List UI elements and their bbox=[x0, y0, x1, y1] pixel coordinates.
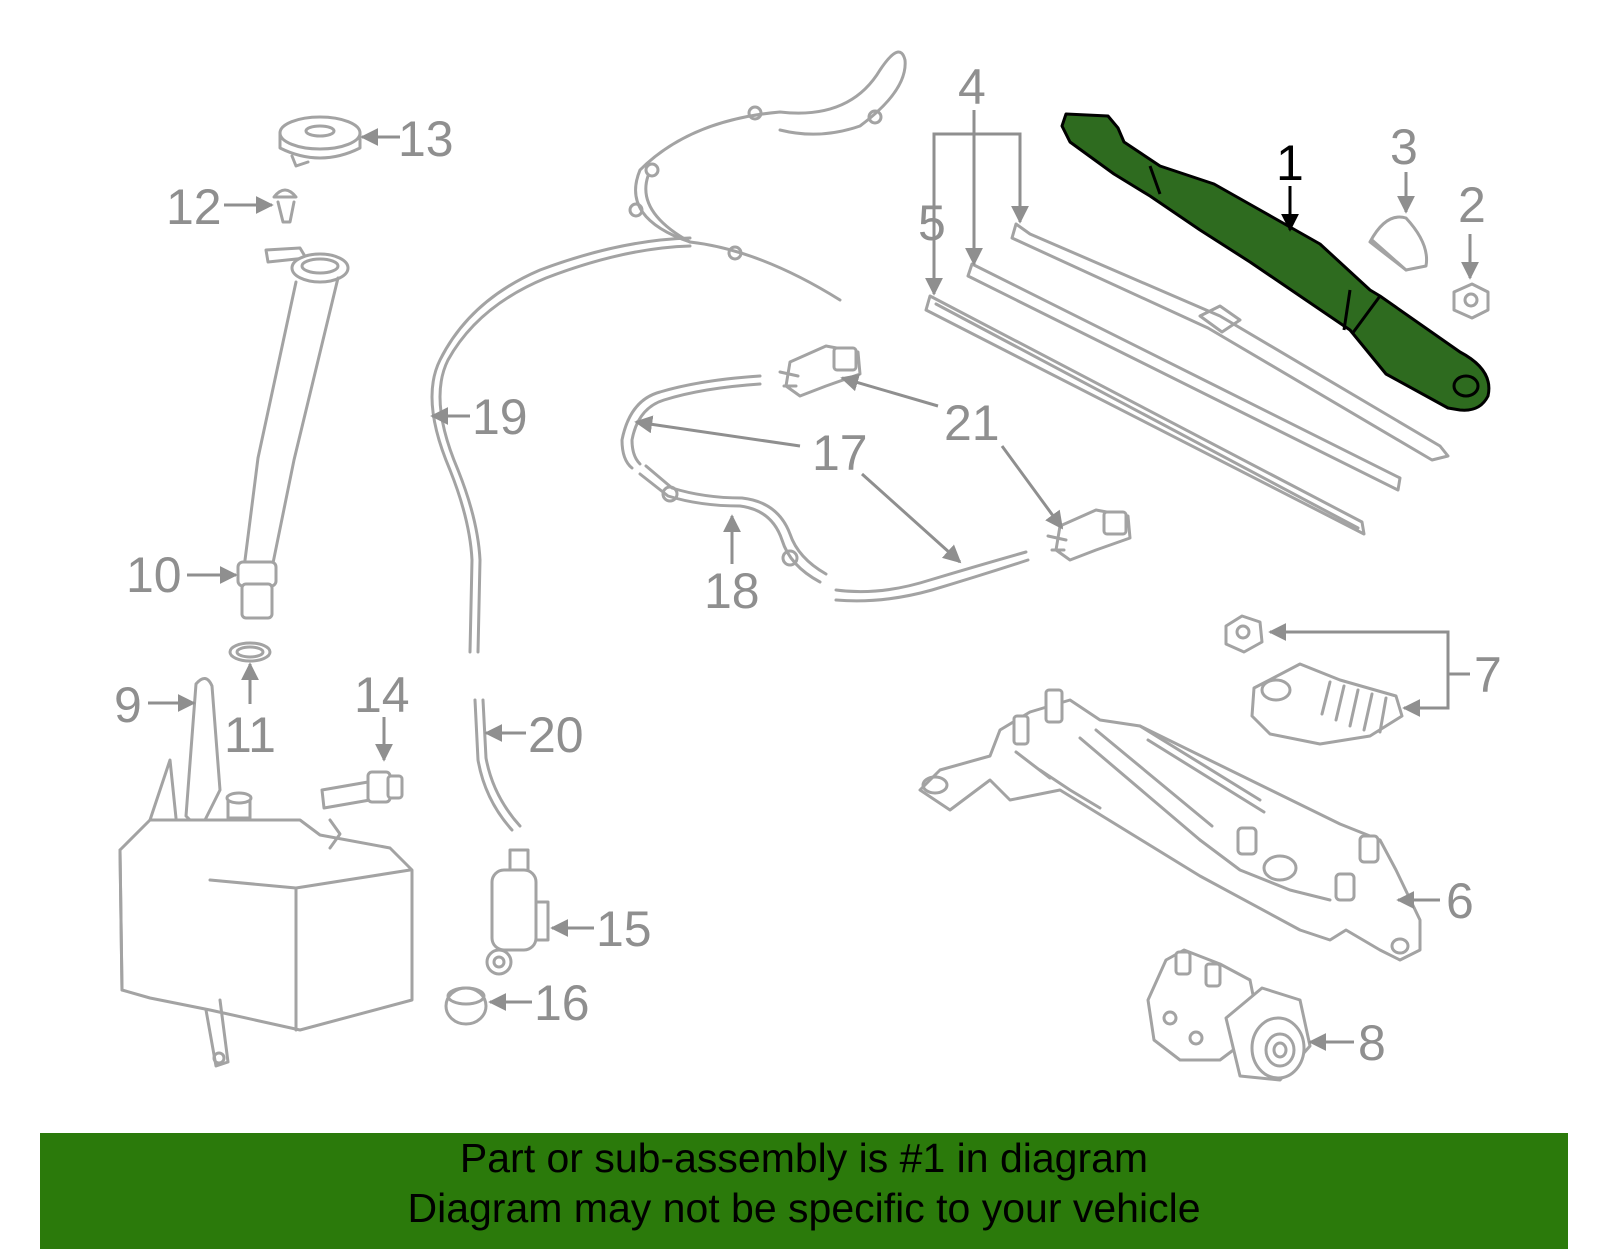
callout-19: 19 bbox=[472, 389, 528, 445]
callout-20: 20 bbox=[528, 707, 584, 763]
callout-7: 7 bbox=[1474, 647, 1502, 703]
part-21-washer-nozzle[interactable] bbox=[778, 344, 1132, 562]
banner-line-part: Part or sub-assembly is #1 in diagram bbox=[459, 1135, 1149, 1181]
banner-line-disclaimer: Diagram may not be specific to your vehi… bbox=[407, 1185, 1201, 1231]
callout-21: 21 bbox=[944, 395, 1000, 451]
part-7-pivot-cover[interactable] bbox=[1250, 662, 1404, 746]
part-13-cap[interactable] bbox=[278, 115, 362, 168]
part-11-o-ring[interactable] bbox=[228, 641, 272, 663]
callout-14: 14 bbox=[354, 667, 410, 723]
callout-17: 17 bbox=[812, 425, 868, 481]
callout-9: 9 bbox=[114, 677, 142, 733]
callout-18: 18 bbox=[704, 563, 760, 619]
parts-diagram: 1 2 3 4 5 6 7 8 9 10 11 12 13 14 15 16 1… bbox=[114, 50, 1502, 1082]
part-5-wiper-blade-insert[interactable] bbox=[924, 294, 1366, 536]
part-20-washer-hose[interactable] bbox=[473, 698, 522, 832]
part-8-wiper-motor[interactable] bbox=[1146, 948, 1312, 1082]
part-12-clip[interactable] bbox=[272, 188, 298, 224]
callout-labels: 1 2 3 4 5 6 7 8 9 10 11 12 13 14 15 16 1… bbox=[114, 59, 1502, 1071]
callout-6: 6 bbox=[1446, 873, 1474, 929]
part-18-washer-hose[interactable] bbox=[638, 464, 828, 584]
part-14-level-sensor[interactable] bbox=[320, 770, 404, 810]
callout-5: 5 bbox=[918, 195, 946, 251]
callout-12: 12 bbox=[166, 179, 222, 235]
part-2-nut[interactable] bbox=[1452, 282, 1490, 320]
info-banner: Part or sub-assembly is #1 in diagram Di… bbox=[40, 1133, 1568, 1249]
callout-1: 1 bbox=[1276, 135, 1304, 191]
callout-8: 8 bbox=[1358, 1015, 1386, 1071]
part-19-washer-hose[interactable] bbox=[430, 50, 907, 654]
part-9-washer-reservoir[interactable] bbox=[118, 677, 414, 1068]
callout-2: 2 bbox=[1458, 177, 1486, 233]
callout-16: 16 bbox=[534, 975, 590, 1031]
part-4-wiper-blade[interactable] bbox=[966, 222, 1450, 492]
callout-11: 11 bbox=[224, 707, 276, 763]
part-17-washer-hose[interactable] bbox=[620, 374, 1030, 603]
part-1-wiper-arm[interactable] bbox=[1060, 112, 1491, 412]
part-16-grommet[interactable] bbox=[444, 986, 488, 1026]
leader-lines bbox=[148, 110, 1479, 1051]
callout-13: 13 bbox=[398, 111, 454, 167]
callout-4: 4 bbox=[958, 59, 986, 115]
part-15-washer-pump[interactable] bbox=[485, 848, 550, 976]
callout-15: 15 bbox=[596, 901, 652, 957]
callout-3: 3 bbox=[1390, 119, 1418, 175]
part-10-filler-neck[interactable] bbox=[236, 246, 350, 620]
callout-10: 10 bbox=[126, 547, 182, 603]
part-7-nut[interactable] bbox=[1224, 614, 1264, 654]
part-3-arm-cap[interactable] bbox=[1368, 215, 1429, 272]
part-6-wiper-linkage[interactable] bbox=[918, 688, 1422, 962]
